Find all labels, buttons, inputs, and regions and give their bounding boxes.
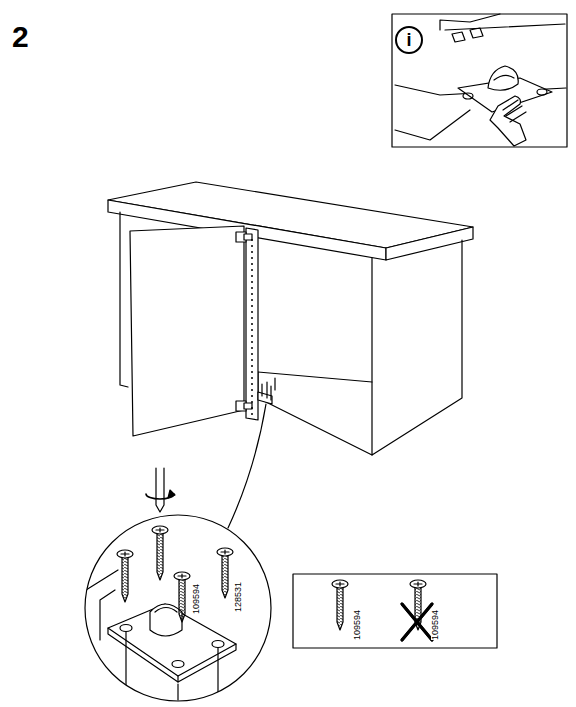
screw (117, 550, 133, 602)
hole (251, 251, 253, 253)
hole (251, 311, 253, 313)
info-box (392, 14, 567, 147)
leader-line (228, 404, 266, 528)
step-number: 2 (12, 22, 29, 52)
hole (251, 365, 253, 367)
info-detail (395, 14, 566, 146)
hole (251, 341, 253, 343)
hole (251, 239, 253, 241)
hole-row (251, 239, 253, 415)
hole (251, 413, 253, 415)
side-strip (246, 228, 258, 420)
hole (251, 389, 253, 391)
screw-choice-box (293, 574, 497, 648)
detail-circle (85, 515, 271, 701)
mounting-screws-small (258, 382, 272, 404)
wrong-screw-cross (402, 604, 432, 640)
hole (251, 371, 253, 373)
hole (251, 245, 253, 247)
screwdriver (146, 468, 175, 512)
screw (332, 580, 348, 630)
screw (152, 526, 168, 580)
hole (251, 329, 253, 331)
hole (251, 353, 253, 355)
hole (251, 359, 253, 361)
cross-mark (402, 604, 432, 640)
part-number: 109594 (192, 584, 201, 614)
part-number: 109594 (431, 610, 440, 640)
hole (251, 275, 253, 277)
hole (251, 299, 253, 301)
info-letter: i (406, 31, 411, 49)
hole (251, 293, 253, 295)
screws (117, 526, 426, 630)
hole (251, 281, 253, 283)
hole (251, 401, 253, 403)
hole (251, 263, 253, 265)
hole (251, 269, 253, 271)
hole (251, 395, 253, 397)
part-number: 109594 (353, 610, 362, 640)
hole (251, 317, 253, 319)
hole (251, 305, 253, 307)
hole (251, 335, 253, 337)
cabinet (108, 182, 473, 455)
screw (174, 572, 190, 622)
hole (251, 407, 253, 409)
detail (86, 570, 236, 700)
hole (251, 287, 253, 289)
door (130, 226, 244, 436)
hole (251, 377, 253, 379)
hinge-top (236, 232, 252, 242)
info-icon (396, 27, 422, 53)
mounting-plate (108, 604, 236, 676)
part-number: 128531 (234, 582, 243, 612)
hole (251, 323, 253, 325)
hole (251, 257, 253, 259)
hole (251, 383, 253, 385)
hinge-bottom (236, 401, 252, 411)
screw (217, 548, 233, 598)
hole (251, 347, 253, 349)
